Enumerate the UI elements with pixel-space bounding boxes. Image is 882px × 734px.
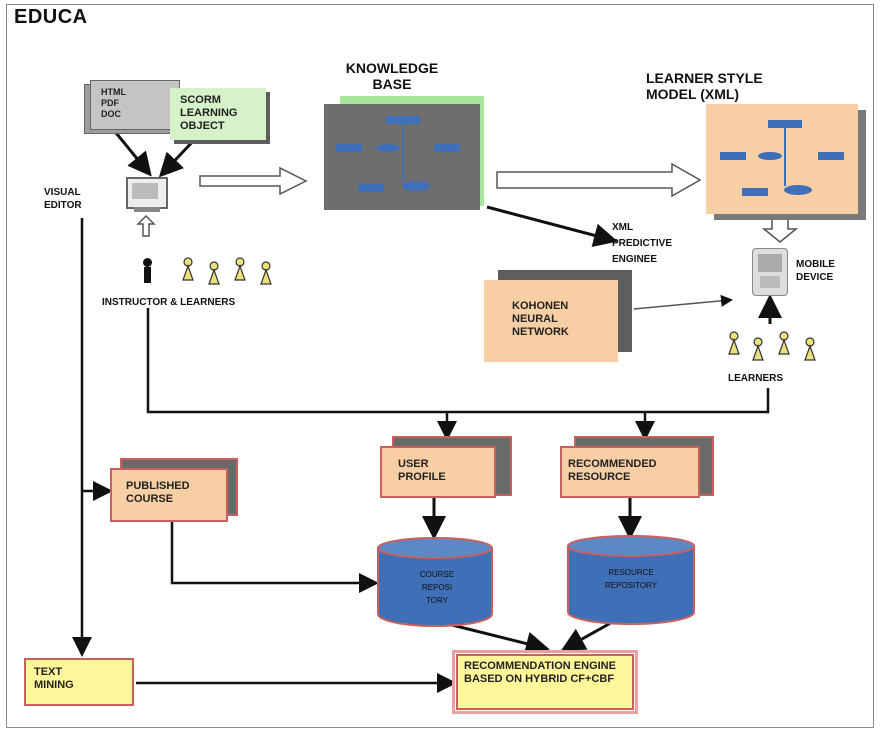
scorm-label: SCORM LEARNING OBJECT	[180, 94, 238, 132]
learner-style-label: LEARNER STYLE MODEL (XML)	[646, 70, 763, 102]
published-course-box: PUBLISHED COURSE	[110, 468, 228, 522]
arrow-docs-to-editor	[110, 127, 152, 177]
knowledge-graph-icon	[336, 116, 460, 192]
kohonen-label: KOHONEN NEURAL NETWORK	[512, 300, 569, 338]
recommended-resource-label: RECOMMENDED RESOURCE	[568, 458, 657, 483]
resource-repository-label: RESOURCE REPOSITORY	[604, 568, 658, 590]
text-mining-label: TEXT MINING	[34, 666, 74, 691]
course-repository-cylinder: COURSE REPOSI TORY	[376, 536, 494, 628]
arrow-kb-to-xml-engine	[486, 205, 618, 248]
scorm-box: SCORM LEARNING OBJECT	[170, 88, 266, 140]
recommendation-engine-label: RECOMMENDATION ENGINE BASED ON HYBRID CF…	[464, 660, 616, 685]
learner-icons-right	[726, 330, 826, 364]
xml-engine-label: XML PREDICTIVE ENGINEE	[612, 222, 673, 265]
recommended-resource-box: RECOMMENDED RESOURCE	[560, 446, 700, 498]
user-profile-box: USER PROFILE	[380, 446, 496, 498]
knowledge-base-block	[324, 104, 480, 210]
diagram-frame	[6, 4, 874, 728]
learner-graph-icon	[720, 120, 844, 196]
knowledge-base-label: KNOWLEDGE BASE	[345, 60, 439, 92]
doc-type-pdf: PDF	[101, 98, 119, 108]
doc-type-doc: DOC	[101, 109, 121, 119]
hollow-arrow-up-to-editor	[136, 214, 156, 237]
learners-label: LEARNERS	[728, 373, 784, 384]
arrow-resource-repo-to-engine	[560, 618, 617, 651]
page-title: EDUCA	[14, 6, 88, 28]
hollow-arrow-kb-to-style	[496, 162, 702, 198]
hollow-arrow-editor-to-kb	[199, 166, 308, 196]
published-course-label: PUBLISHED COURSE	[126, 480, 190, 505]
hollow-arrow-style-to-mobile	[761, 216, 799, 243]
text-mining-box: TEXT MINING	[24, 658, 134, 706]
mobile-device-label: MOBILE DEVICE	[796, 259, 835, 283]
learner-style-block	[706, 104, 858, 214]
source-documents: HTML PDF DOC	[90, 80, 180, 130]
instructor-learners-label: INSTRUCTOR & LEARNERS	[102, 297, 236, 308]
resource-repository-cylinder: RESOURCE REPOSITORY	[566, 534, 696, 626]
arrow-course-repo-to-engine	[439, 620, 550, 656]
doc-type-html: HTML	[101, 87, 126, 97]
course-repository-label: COURSE REPOSI TORY	[419, 570, 455, 605]
learner-icons-top	[180, 256, 280, 286]
instructor-icon	[140, 258, 154, 284]
kohonen-box: KOHONEN NEURAL NETWORK	[484, 280, 618, 362]
recommendation-engine-box: RECOMMENDATION ENGINE BASED ON HYBRID CF…	[456, 654, 634, 710]
connector-instructors-to-bus	[146, 308, 770, 414]
user-profile-label: USER PROFILE	[398, 458, 446, 483]
arrow-published-to-course-repo	[170, 522, 379, 593]
arrow-kohonen-to-mobile	[633, 294, 733, 310]
mobile-device-icon	[752, 248, 788, 296]
computer-icon	[124, 177, 168, 213]
visual-editor-label: VISUAL EDITOR	[44, 187, 82, 211]
